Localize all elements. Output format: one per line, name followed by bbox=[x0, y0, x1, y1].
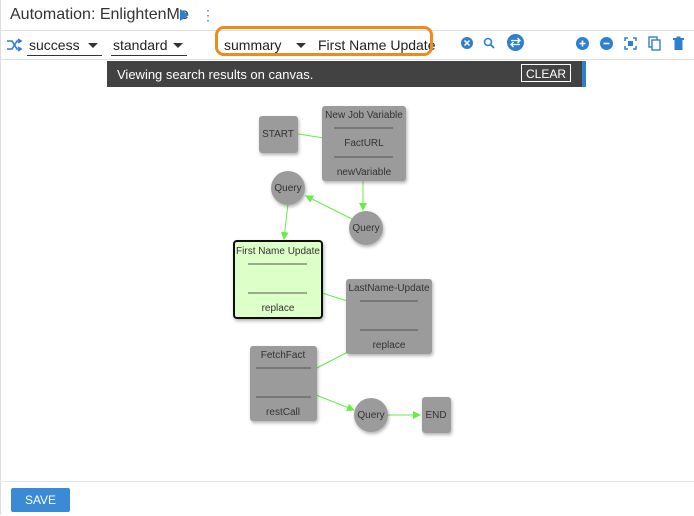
chevron-down-icon bbox=[296, 43, 306, 48]
trash-icon[interactable] bbox=[673, 36, 684, 50]
title-bar: Automation: EnlightenMe ⋮ bbox=[0, 0, 694, 30]
edge-query1-firstname bbox=[280, 203, 289, 240]
node-query-3-label: Query bbox=[357, 410, 384, 421]
node-query-2[interactable] bbox=[349, 211, 383, 245]
node-fetch-fact[interactable] bbox=[250, 346, 317, 421]
chevron-down-icon bbox=[173, 43, 183, 48]
banner-message: Viewing search results on canvas. bbox=[117, 67, 314, 82]
workflow-canvas: START New Job Variable FactURL newVariab… bbox=[233, 106, 451, 433]
shuffle-icon[interactable] bbox=[5, 36, 23, 54]
node-new-job-variable[interactable] bbox=[322, 106, 406, 181]
clear-search-icon[interactable] bbox=[461, 37, 473, 49]
node-end-label: END bbox=[425, 410, 446, 421]
search-icon[interactable] bbox=[483, 37, 495, 49]
swap-icon[interactable] bbox=[507, 34, 524, 51]
node-first-name-update-value: replace bbox=[262, 303, 295, 314]
edge-query2-query1 bbox=[305, 195, 353, 220]
save-button[interactable]: SAVE bbox=[11, 488, 70, 512]
search-results-banner: Viewing search results on canvas. CLEAR bbox=[107, 61, 586, 87]
chevron-down-icon bbox=[88, 43, 98, 48]
zoom-in-icon[interactable] bbox=[576, 37, 589, 50]
node-new-job-variable-title: New Job Variable bbox=[325, 110, 403, 121]
node-lastname-update-title: LastName-Update bbox=[348, 283, 430, 294]
node-end[interactable] bbox=[422, 397, 451, 433]
edge-lastname-fetchfact bbox=[312, 352, 347, 371]
node-lastname-update[interactable] bbox=[346, 279, 432, 354]
node-query-2-label: Query bbox=[352, 223, 379, 234]
node-query-3[interactable] bbox=[354, 398, 388, 432]
clear-button[interactable]: CLEAR bbox=[521, 64, 571, 82]
play-icon[interactable] bbox=[180, 9, 189, 21]
node-fetch-fact-value: restCall bbox=[266, 407, 300, 418]
status-select[interactable]: success bbox=[27, 35, 102, 56]
fit-screen-icon[interactable] bbox=[624, 37, 637, 50]
node-first-name-update[interactable] bbox=[233, 240, 323, 319]
more-vert-icon[interactable]: ⋮ bbox=[201, 7, 215, 23]
node-query-1[interactable] bbox=[271, 171, 305, 205]
node-fetch-fact-title: FetchFact bbox=[261, 350, 306, 361]
automation-title: Automation: EnlightenMe bbox=[10, 6, 189, 23]
left-border bbox=[0, 0, 1, 515]
node-start[interactable] bbox=[259, 116, 298, 153]
node-first-name-update-title: First Name Update bbox=[236, 246, 320, 257]
footer: SAVE bbox=[0, 481, 694, 516]
node-new-job-variable-field: FactURL bbox=[344, 138, 384, 149]
node-lastname-update-value: replace bbox=[373, 340, 406, 351]
copy-icon[interactable] bbox=[648, 36, 661, 51]
node-query-1-label: Query bbox=[274, 183, 301, 194]
zoom-out-icon[interactable] bbox=[600, 37, 613, 50]
search-input[interactable]: First Name Update bbox=[318, 37, 436, 53]
type-select[interactable]: standard bbox=[111, 35, 187, 56]
node-start-label: START bbox=[262, 129, 294, 140]
node-new-job-variable-value: newVariable bbox=[337, 167, 392, 178]
